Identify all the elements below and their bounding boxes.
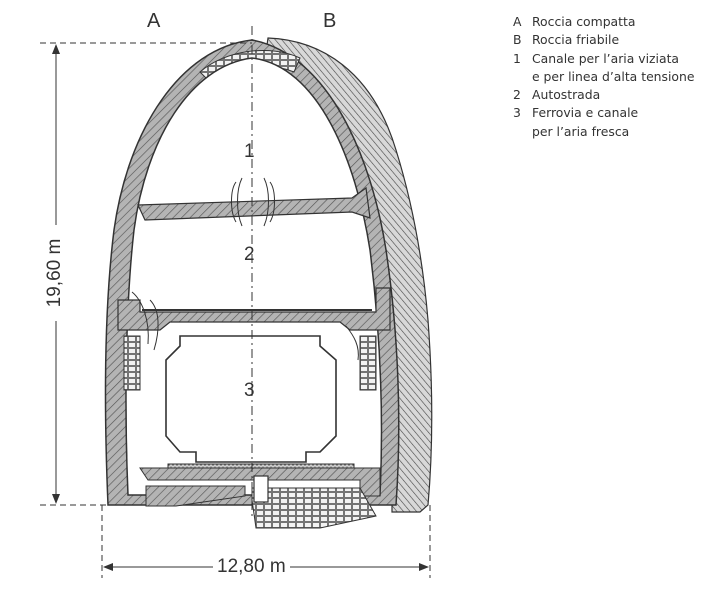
invert-brick <box>251 487 377 529</box>
road-slab <box>117 287 391 331</box>
label-b: B <box>323 10 337 32</box>
legend-key: 2 <box>513 87 521 103</box>
legend-key: 3 <box>513 105 521 121</box>
legend-item: 2 Autostrada <box>513 86 713 104</box>
legend-item: A Roccia compatta <box>513 13 713 31</box>
air-flow-marks <box>131 177 359 361</box>
legend-key: B <box>513 32 522 48</box>
section-number-2: 2 <box>244 244 255 265</box>
legend-key: A <box>513 14 522 29</box>
legend-text: Roccia friabile <box>532 32 620 48</box>
drain-channel-left <box>145 485 246 507</box>
legend-item: 3 Ferrovia e canale per l’aria fresca <box>513 104 713 141</box>
legend: A Roccia compatta B Roccia friabile 1 Ca… <box>513 13 713 141</box>
upper-slab <box>137 186 371 221</box>
legend-text: Autostrada <box>532 87 601 103</box>
section-number-3: 3 <box>244 380 255 401</box>
height-dimension-label: 19,60 m <box>44 225 66 321</box>
width-dimension-label: 12,80 m <box>213 556 290 578</box>
legend-item: 1 Canale per l’aria viziata e per linea … <box>513 50 713 87</box>
legend-text: Canale per l’aria viziata e per linea d’… <box>532 50 695 84</box>
railway-profile <box>165 335 337 463</box>
brick-wall-left <box>123 335 141 391</box>
drain-channel-center <box>253 475 269 503</box>
brick-wall-right <box>359 335 377 391</box>
label-a: A <box>147 10 161 32</box>
legend-key: 1 <box>513 50 521 66</box>
legend-item: B Roccia friabile <box>513 31 713 49</box>
dimension-arrows <box>52 44 429 571</box>
legend-text: Ferrovia e canale per l’aria fresca <box>532 105 639 139</box>
legend-text: Roccia compatta <box>532 14 636 29</box>
section-number-1: 1 <box>244 141 255 162</box>
